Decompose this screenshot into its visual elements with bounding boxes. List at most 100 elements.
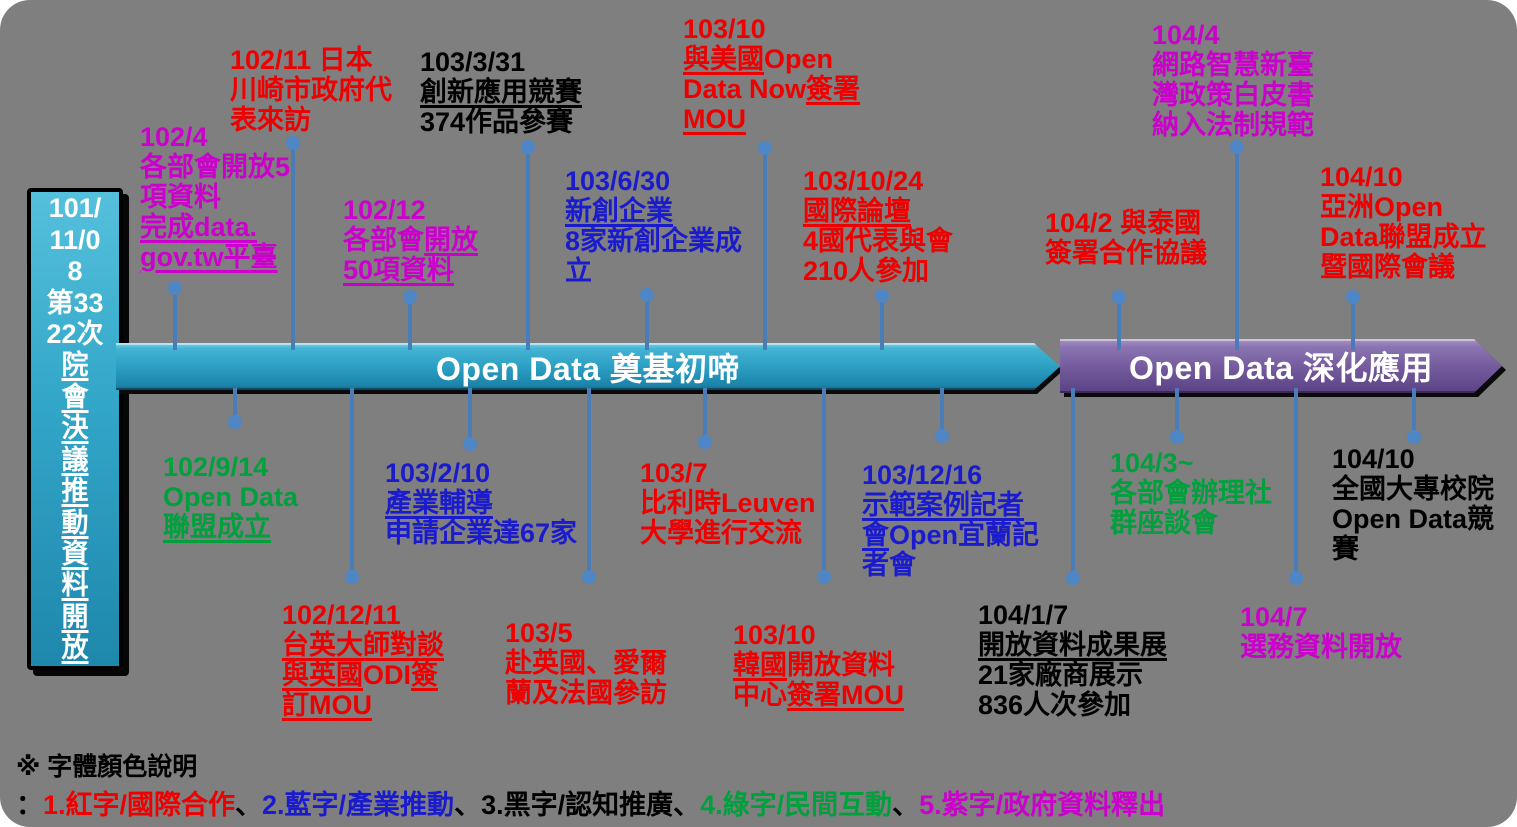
connector-line-103-7 xyxy=(703,388,707,442)
event-label-segment: MOU xyxy=(683,104,746,134)
event-label-segment: 簽署合作協議 xyxy=(1045,238,1207,268)
event-label-line: MOU xyxy=(683,104,860,134)
event-label-line: 國際論壇 xyxy=(803,196,953,226)
connector-dot-102-12 xyxy=(403,290,417,304)
connector-line-104-1-7 xyxy=(1071,388,1075,578)
connector-line-102-9-14 xyxy=(233,388,237,422)
event-label-line: 表來訪 xyxy=(230,105,392,135)
event-label-segment: 開放資料 xyxy=(787,650,895,680)
event-label-segment: Open Data xyxy=(163,482,299,512)
event-label-segment: 灣政策白皮書 xyxy=(1152,80,1314,110)
event-label-segment: 104/10 xyxy=(1320,162,1403,192)
event-label-segment: 韓國 xyxy=(733,650,787,680)
legend-segment: 4.綠字/民間互動 xyxy=(700,790,893,820)
event-label-segment: 比利時Leuven xyxy=(640,488,816,518)
event-label-line: 暨國際會議 xyxy=(1320,252,1487,282)
event-label-segment: 50項資料 xyxy=(343,255,455,285)
event-label-line: 納入法制規範 xyxy=(1152,110,1314,140)
connector-line-104-2 xyxy=(1117,297,1121,350)
event-label-line: 全國大專校院 xyxy=(1332,474,1494,504)
connector-dot-103-10-bot xyxy=(817,570,831,584)
connector-line-102-12 xyxy=(408,297,412,350)
origin-box-line: 決 xyxy=(61,413,89,444)
event-label-segment: Data聯盟成立 xyxy=(1320,222,1487,252)
phase1-banner-shape: Open Data 奠基初啼 xyxy=(116,343,1060,390)
event-label-segment: 104/2 與泰國 xyxy=(1045,208,1202,238)
connector-dot-103-10-top xyxy=(758,141,772,155)
event-label-segment: 新創企業 xyxy=(565,196,673,226)
event-label-segment: 各部會開放5 xyxy=(140,152,291,182)
event-label-segment: 各部會 xyxy=(343,225,424,255)
event-label-line: 創新應用競賽 xyxy=(420,77,582,107)
event-label-line: 104/10 xyxy=(1332,444,1494,474)
event-label-line: 開放資料成果展 xyxy=(978,630,1167,660)
connector-dot-104-3 xyxy=(1170,430,1184,444)
connector-dot-102-12-11 xyxy=(345,570,359,584)
connector-line-103-6-30 xyxy=(645,295,649,350)
event-label-segment: 暨國際會議 xyxy=(1320,252,1455,282)
event-label-segment: 簽署MOU xyxy=(787,680,904,710)
origin-box-line: 放 xyxy=(61,633,89,664)
connector-dot-104-2 xyxy=(1112,290,1126,304)
connector-dot-104-10-right xyxy=(1407,430,1421,444)
event-label-line: 網路智慧新臺 xyxy=(1152,50,1314,80)
event-label-line: 訂MOU xyxy=(282,690,444,720)
event-label-segment: 納入法制規範 xyxy=(1152,110,1314,140)
connector-line-103-10-bot xyxy=(822,388,826,577)
event-label-line: Data聯盟成立 xyxy=(1320,222,1487,252)
event-label-segment: 群座談會 xyxy=(1110,508,1218,538)
event-label-line: 川崎市政府代 xyxy=(230,75,392,105)
event-label-segment: Open宜蘭記 xyxy=(889,520,1040,550)
event-label-line: 104/4 xyxy=(1152,20,1314,50)
event-label-104-2: 104/2 與泰國簽署合作協議 xyxy=(1045,208,1207,268)
event-label-line: 選務資料開放 xyxy=(1240,632,1402,662)
event-label-line: 103/7 xyxy=(640,458,816,488)
origin-box-line: 101/ xyxy=(48,193,102,224)
legend-items: ：1.紅字/國際合作、2.藍字/產業推動、3.黑字/認知推廣、4.綠字/民間互動… xyxy=(16,783,1165,822)
event-label-line: 各部會開放5 xyxy=(140,152,290,182)
event-label-segment: 產業輔導 xyxy=(385,488,493,518)
phase1-banner: Open Data 奠基初啼 xyxy=(116,343,1060,390)
event-label-line: 赴英國、愛爾 xyxy=(505,648,667,678)
event-label-line: 大學進行交流 xyxy=(640,518,816,548)
connector-dot-102-9-14 xyxy=(228,415,242,429)
origin-box-line: 議 xyxy=(61,444,89,475)
event-label-line: 各部會開放 xyxy=(343,225,478,255)
event-label-segment: 103/2/10 xyxy=(385,458,491,488)
origin-box-line: 開 xyxy=(61,601,89,632)
connector-line-103-10-24 xyxy=(880,296,884,350)
legend-title: ※ 字體顏色說明 xyxy=(16,753,198,781)
event-label-segment: 大學進行交流 xyxy=(640,518,802,548)
event-label-segment: 104/4 xyxy=(1152,20,1220,50)
event-label-segment: 836人次參加 xyxy=(978,690,1132,720)
event-label-segment: 示範案例記者 xyxy=(862,490,1024,520)
event-label-line: 21家廠商展示 xyxy=(978,660,1167,690)
connector-line-103-12-16 xyxy=(940,388,944,436)
event-label-segment: 104/7 xyxy=(1240,602,1308,632)
connector-dot-103-10-24 xyxy=(875,289,889,303)
event-label-segment: 中心 xyxy=(733,680,787,710)
event-label-line: 103/2/10 xyxy=(385,458,577,488)
event-label-line: 103/6/30 xyxy=(565,166,742,196)
connector-dot-103-7 xyxy=(698,435,712,449)
event-label-104-3: 104/3~各部會辦理社群座談會 xyxy=(1110,448,1272,538)
event-label-segment: 網路智慧新臺 xyxy=(1152,50,1314,80)
origin-box-line: 動 xyxy=(61,507,89,538)
connector-line-104-7 xyxy=(1294,388,1298,578)
event-label-line: 103/10 xyxy=(683,14,860,44)
connector-dot-102-11 xyxy=(286,136,300,150)
origin-box-line: 11/0 xyxy=(49,224,101,255)
event-label-segment: 21家廠商展示 xyxy=(978,660,1144,690)
